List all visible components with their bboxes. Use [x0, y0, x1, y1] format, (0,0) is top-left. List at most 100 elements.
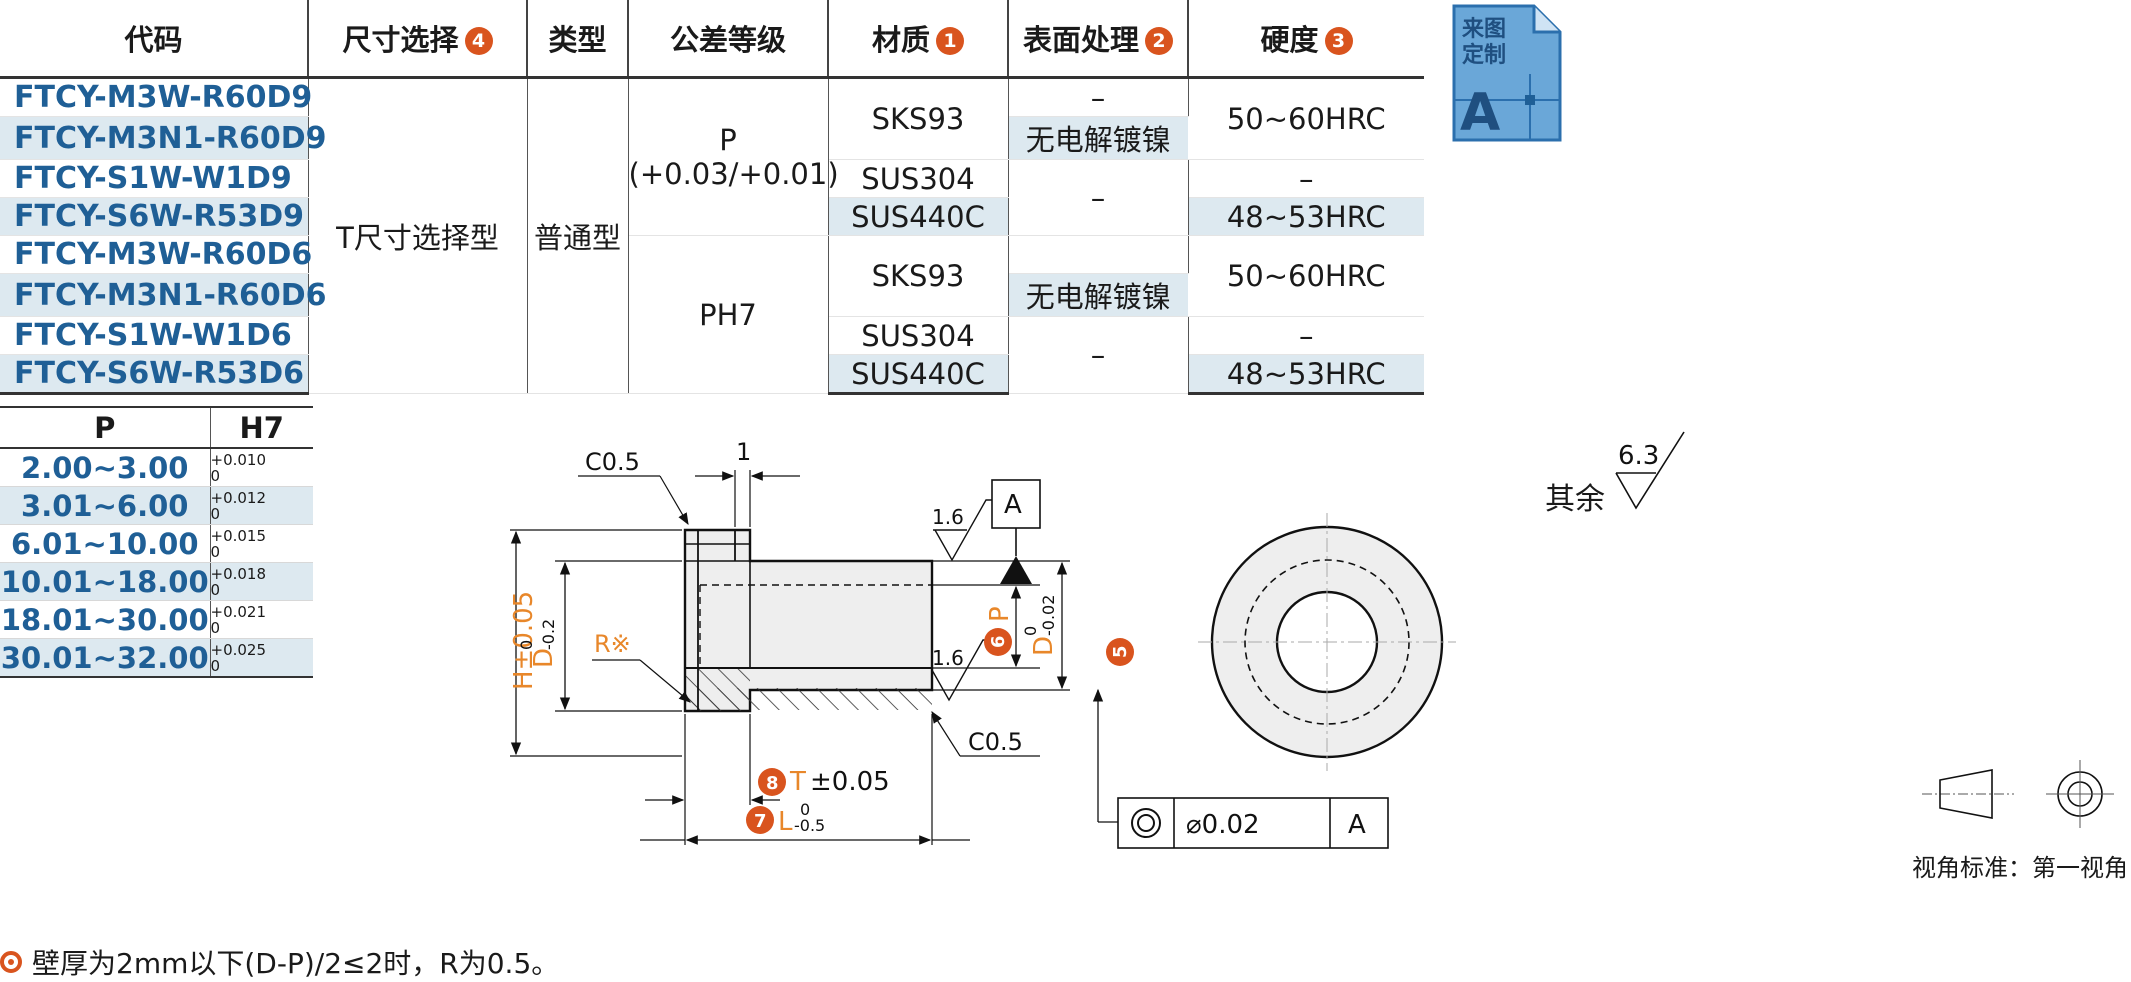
- table-row: FTCY-M3W-R60D9 T尺寸选择型 普通型 P(+0.03/+0.01)…: [0, 77, 1424, 394]
- hardness-badge: 3: [1324, 27, 1353, 55]
- table-row: FTCY-S1W-W1D6 SUS304 – –: [0, 316, 1424, 394]
- code-cell[interactable]: FTCY-M3N1-R60D6: [0, 273, 327, 317]
- code-cell[interactable]: FTCY-S6W-R53D6: [0, 354, 309, 395]
- surface-cell: [1008, 235, 1189, 274]
- view-standard-label: 视角标准：第一视角: [1912, 854, 2128, 882]
- footnote-text: 壁厚为2mm以下(D-P)/2≤2时，R为0.5。: [32, 947, 560, 980]
- material-cell: SUS304: [828, 159, 1009, 198]
- footnote: 壁厚为2mm以下(D-P)/2≤2时，R为0.5。: [0, 942, 559, 982]
- surface-cell: –: [1008, 77, 1189, 117]
- t-tolerance: ±0.05: [810, 767, 890, 797]
- roughness-lower: 1.6: [932, 646, 964, 670]
- header-tolerance: 公差等级: [628, 0, 829, 79]
- d-right-badge: 5: [1110, 645, 1131, 658]
- code-cell[interactable]: FTCY-M3W-R60D9: [0, 77, 312, 117]
- badge-letter: A: [1460, 83, 1500, 142]
- table-row: FTCY-S6W-R53D9 SUS440C 48~53HRC: [0, 197, 1424, 236]
- d-right-tol-upper: 0: [1021, 626, 1040, 636]
- tol-p-cell: 10.01~18.00: [0, 562, 211, 601]
- table-row: FTCY-M3W-R60D6 PH7 SKS93 50~60HRC: [0, 235, 1424, 394]
- hardness-cell: 50~60HRC: [1188, 235, 1424, 317]
- surface-cell: 无电解镀镍: [1008, 273, 1188, 317]
- table-row: FTCY-M3N1-R60D6 无电解镀镍: [0, 273, 1424, 317]
- material-cell: SKS93: [828, 235, 1009, 317]
- custom-drawing-badge[interactable]: 来图 定制 A: [1452, 4, 1562, 142]
- code-cell[interactable]: FTCY-S1W-W1D9: [0, 159, 309, 198]
- code-cell[interactable]: FTCY-M3W-R60D6: [0, 235, 312, 274]
- tol-p-cell: 6.01~10.00: [0, 524, 211, 563]
- code-cell[interactable]: FTCY-S6W-R53D9: [0, 197, 309, 236]
- part-end-view: [1198, 513, 1456, 771]
- p-badge: 6: [988, 635, 1009, 648]
- tol-p-cell: 2.00~3.00: [0, 448, 211, 487]
- surface-badge: 2: [1145, 27, 1173, 55]
- tolerance-cell-p: P(+0.03/+0.01): [628, 77, 839, 236]
- hardness-cell: –: [1188, 159, 1424, 198]
- concentricity-icon: [1131, 808, 1161, 838]
- type-cell: 普通型: [527, 77, 629, 394]
- hardness-cell: –: [1188, 316, 1424, 355]
- rest-roughness-label: 其余: [1545, 482, 1605, 517]
- d-right-tol-lower: -0.02: [1039, 595, 1058, 636]
- size-badge: 4: [464, 27, 493, 55]
- material-cell: SUS440C: [828, 354, 1009, 395]
- material-cell: SUS440C: [828, 197, 1009, 236]
- tol-p-cell: 30.01~32.00: [0, 638, 211, 678]
- tol-header-p: P: [0, 406, 211, 449]
- code-cell[interactable]: FTCY-M3N1-R60D9: [0, 116, 327, 160]
- badge-line1: 来图: [1461, 17, 1506, 42]
- frame-datum: A: [1348, 810, 1366, 840]
- surface-cell: 无电解镀镍: [1008, 116, 1188, 160]
- d-left-tol-upper: 0: [517, 640, 536, 650]
- t-badge-circle: [758, 768, 786, 796]
- frame-tolerance: ⌀0.02: [1186, 810, 1260, 840]
- table-row: FTCY-M3N1-R60D9 无电解镀镍: [0, 116, 1424, 160]
- dim-1-label: 1: [736, 438, 751, 466]
- material-cell: SKS93: [828, 77, 1009, 160]
- l-label: L: [778, 807, 793, 837]
- tolerance-frame: [1117, 797, 1389, 849]
- d-left-label: D: [529, 648, 559, 668]
- tolerance-cell-ph7: PH7: [628, 235, 829, 394]
- part-drawing: H±0.05 D 0 -0.2 R※ C0.5 1 1.6 A 1.6 6 P …: [509, 438, 1456, 849]
- l-badge-circle: [746, 806, 774, 834]
- d-right-badge-circle: [1106, 638, 1134, 666]
- surface-cell: –: [1008, 159, 1189, 236]
- badge-line2: 定制: [1462, 42, 1506, 68]
- chamfer-bottom-label: C0.5: [968, 728, 1023, 756]
- roughness-top: 1.6: [932, 505, 964, 529]
- size-cell: T尺寸选择型: [308, 77, 528, 394]
- code-cell[interactable]: FTCY-S1W-W1D6: [0, 316, 309, 355]
- note-bullet-icon: [0, 951, 22, 973]
- first-angle-projection-icon: [1922, 760, 2114, 828]
- table-row: FTCY-S1W-W1D9 SUS304 – –: [0, 159, 1424, 236]
- l-tol-lower: -0.5: [794, 816, 825, 835]
- d-left-tol-lower: -0.2: [539, 619, 558, 650]
- hardness-cell: 48~53HRC: [1188, 197, 1424, 236]
- datum-label: A: [1004, 490, 1022, 520]
- material-cell: SUS304: [828, 316, 1009, 355]
- surface-cell: –: [1008, 316, 1189, 394]
- hardness-cell: 48~53HRC: [1188, 354, 1424, 395]
- chamfer-top-label: C0.5: [585, 448, 640, 476]
- tol-p-cell: 18.01~30.00: [0, 600, 211, 639]
- p-label: P: [985, 606, 1015, 622]
- h-dimension-label: H±0.05: [509, 591, 539, 690]
- header-type: 类型: [527, 0, 629, 79]
- d-right-label: D: [1029, 636, 1059, 656]
